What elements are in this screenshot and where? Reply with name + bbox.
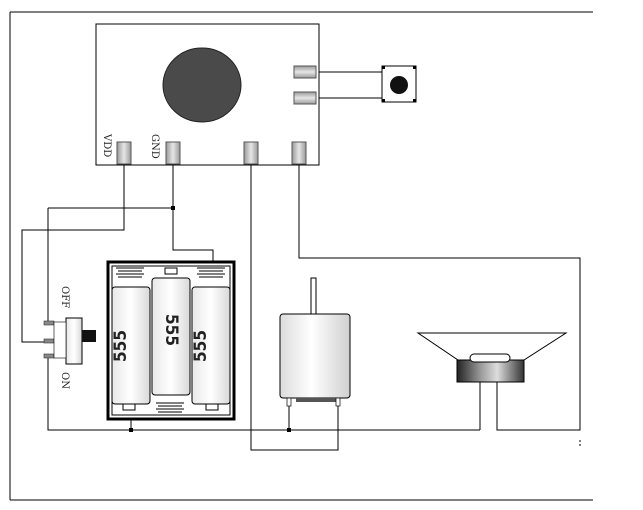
switch-label-on: ON <box>59 372 70 389</box>
pin-button-1 <box>293 65 317 79</box>
wires <box>21 71 581 451</box>
switch-label-off: OFF <box>59 286 70 308</box>
motor-terminal-1 <box>286 397 292 407</box>
battery-cell-label-3: 555 <box>191 330 211 362</box>
pin-label-gnd: GND <box>149 134 160 159</box>
speaker <box>416 332 568 383</box>
speaker-voice-coil <box>469 353 511 363</box>
outer-frame <box>9 11 593 501</box>
wire-gnd <box>172 163 214 262</box>
battery-cell-3 <box>191 286 231 405</box>
motor-body <box>279 313 351 399</box>
battery-cell-label-2: 555 <box>161 314 181 346</box>
motor-terminal-2 <box>335 397 341 407</box>
pin-out-2 <box>291 141 307 165</box>
pin-button-2 <box>293 91 317 105</box>
battery-cell-2 <box>151 277 191 396</box>
motor-shaft <box>310 277 317 315</box>
pin-gnd <box>165 141 181 165</box>
speaker-magnet <box>456 359 525 383</box>
wire-speaker-right <box>298 163 581 431</box>
push-button <box>381 65 417 103</box>
pin-out-1 <box>243 141 259 165</box>
pin-label-vdd: VDD <box>101 133 112 157</box>
slide-switch: OFF ON <box>43 286 96 389</box>
pin-vdd <box>116 141 132 165</box>
battery-cell-label-1: 555 <box>111 330 131 362</box>
battery-cell-1 <box>111 286 151 405</box>
battery-pack: 555 555 555 <box>106 260 236 421</box>
wire-motor-right <box>250 163 339 451</box>
switch-body <box>65 317 83 365</box>
receiver-module: VDD GND <box>95 23 320 166</box>
dc-motor <box>279 277 351 407</box>
module-chip <box>162 47 242 123</box>
junction-dots <box>129 206 291 432</box>
wire-switch-common <box>47 356 480 431</box>
switch-knob <box>82 330 96 342</box>
